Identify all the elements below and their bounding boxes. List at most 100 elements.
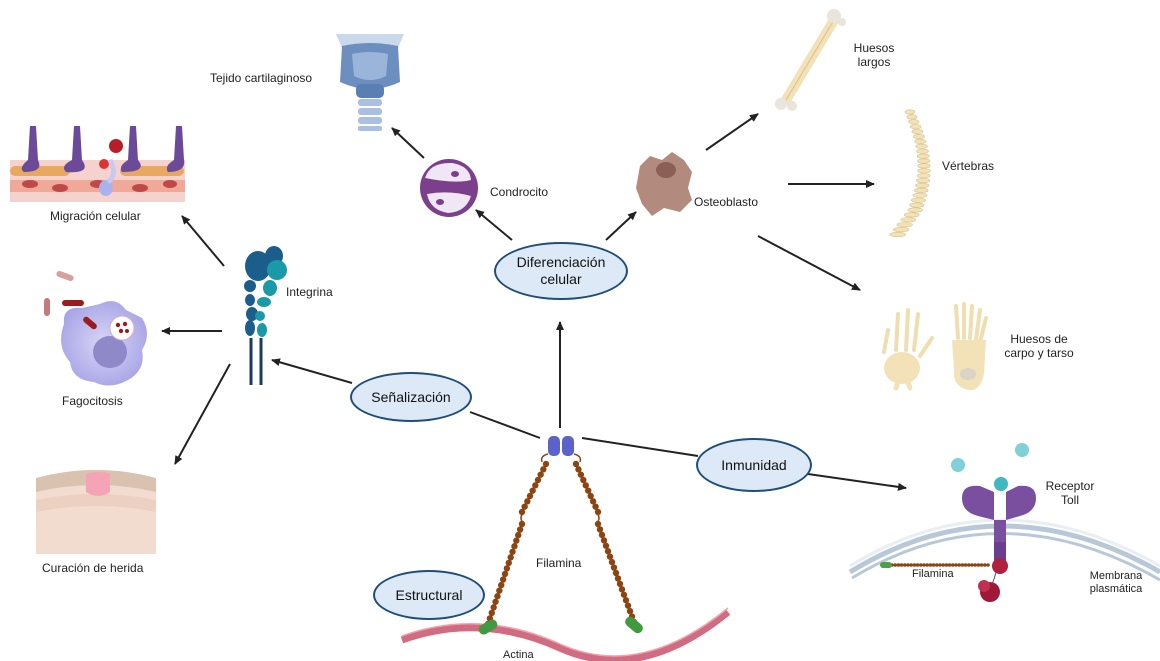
filamin-bead: [494, 593, 501, 600]
label-membrana-line2: plasmática: [1089, 582, 1143, 595]
filamin-bead: [587, 492, 594, 500]
membrane-filamin-bead: [944, 563, 949, 567]
membrane-filamin-bead: [938, 563, 942, 567]
vertebra: [912, 192, 928, 198]
filamin-bead: [537, 471, 544, 478]
filamin-bead: [516, 526, 524, 533]
filamin-bead: [596, 526, 604, 533]
vertebra: [916, 178, 931, 184]
wound-skin-icon: [36, 470, 156, 554]
vertebra: [896, 222, 913, 228]
vertebra: [908, 119, 920, 125]
membrane-filamin-bead: [935, 563, 939, 567]
vertebra: [917, 163, 931, 169]
membrane-filamin-bead: [973, 563, 977, 567]
arrow-to-huesos-largos: [705, 113, 759, 151]
filamin-bead: [598, 531, 606, 539]
filamin-bead: [577, 471, 585, 478]
vertebra: [911, 197, 926, 203]
membrane-filamin-bead: [967, 563, 971, 567]
membrane-filamin-bead: [915, 563, 920, 567]
membrane-filamin-bead: [960, 563, 965, 567]
filamin-bead: [524, 498, 531, 505]
membrane-filamin-bead: [979, 563, 984, 567]
filamin-bead: [518, 520, 526, 528]
label-osteoblasto: Osteoblasto: [694, 195, 759, 209]
hub-senalizacion: Señalización: [350, 372, 472, 422]
larynx-icon: [336, 34, 404, 131]
arrow-to-migracion: [181, 215, 225, 267]
actin-binding-left: [478, 619, 498, 635]
label-receptor-toll: Receptor Toll: [1038, 479, 1102, 508]
toll-receptor-icon: [951, 443, 1036, 602]
filamin-bead: [600, 537, 608, 544]
filamin-bead: [526, 492, 534, 500]
migration-tissue-icon: [10, 126, 185, 202]
arrow-to-condrocito: [475, 209, 513, 241]
hub-estructural-label: Estructural: [395, 586, 463, 603]
label-carpo-line1: Huesos de: [1010, 332, 1068, 346]
vertebra: [917, 158, 931, 164]
filamin-bead: [589, 498, 597, 505]
filamin-bead: [542, 460, 550, 468]
filamin-bead: [515, 531, 522, 539]
filamin-bead: [507, 554, 514, 561]
hub-diferenciacion-celular: Diferenciación celular: [494, 242, 628, 300]
filamin-bead: [518, 508, 526, 516]
label-receptor-line1: Receptor: [1045, 479, 1095, 493]
filamin-dimer: [520, 436, 600, 525]
vertebra: [892, 227, 910, 233]
vertebra: [911, 129, 924, 135]
label-huesos-largos-line2: largos: [857, 54, 891, 69]
filamin-bead: [580, 476, 587, 484]
filamin-bead: [614, 575, 622, 582]
filamin-bead: [624, 602, 632, 609]
filamin-bead: [594, 508, 602, 516]
vertebra: [915, 183, 930, 189]
filamin-bead: [585, 487, 592, 494]
actin-binding-right: [625, 616, 643, 634]
filamin-bead: [602, 542, 610, 549]
arrow-to-carpo: [757, 235, 861, 291]
filamin-bead: [513, 537, 520, 544]
arrows: [161, 113, 907, 491]
vertebra: [903, 212, 920, 218]
line-dimer-senalizacion: [469, 411, 541, 439]
membrane-filamin-bead: [906, 563, 910, 567]
arrow-to-integrina: [271, 358, 353, 384]
label-filamina: Filamina: [536, 556, 582, 570]
membrane-filamin-bead: [951, 563, 955, 567]
vertebra: [914, 187, 929, 193]
filamin-bead: [505, 559, 512, 567]
label-filamina-membrana: Filamina: [912, 568, 954, 580]
label-carpo-tarso: Huesos de carpo y tarso: [996, 332, 1082, 361]
filamin-bead: [534, 476, 542, 484]
filamin-chains: [484, 460, 638, 628]
arrow-to-osteoblasto: [605, 211, 637, 241]
filamin-bead: [594, 520, 602, 528]
filamin-bead: [620, 591, 628, 598]
label-curacion-herida: Curación de herida: [42, 561, 144, 575]
filamin-bead: [532, 482, 539, 489]
filamin-bead: [488, 609, 495, 617]
filamin-bead: [501, 570, 509, 578]
phagocyte-icon: [44, 270, 147, 386]
filamin-bead: [622, 597, 630, 604]
filamin-bead: [618, 586, 626, 593]
vertebra: [904, 109, 916, 115]
membrane-filamin-bead: [957, 563, 961, 567]
label-fagocitosis: Fagocitosis: [62, 394, 123, 408]
actin-filament-icon: [400, 607, 731, 661]
vertebra: [914, 138, 927, 144]
membrane-filamin-bead: [919, 563, 923, 567]
filamin-bead: [612, 569, 620, 577]
femur-icon: [775, 9, 846, 111]
membrane-filamin-bead: [954, 563, 958, 567]
vertebra: [909, 202, 925, 208]
vertebra: [916, 173, 931, 179]
filamin-bead: [608, 558, 616, 566]
membrane-actin-binding: [880, 562, 892, 568]
filamin-bead: [511, 543, 518, 550]
hub-estructural: Estructural: [373, 570, 485, 620]
